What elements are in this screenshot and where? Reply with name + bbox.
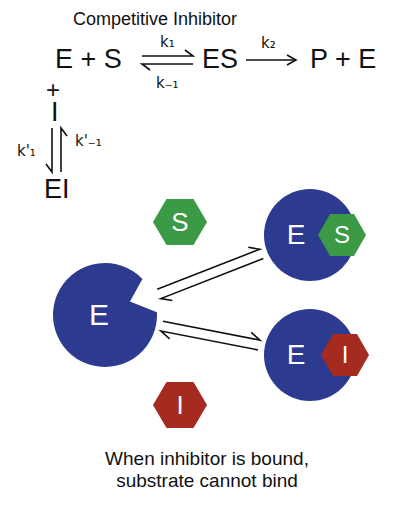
hexagon-shape bbox=[321, 334, 369, 376]
inhibitor-hexagon: I bbox=[153, 382, 207, 428]
bound-inhibitor-hexagon: I bbox=[321, 334, 369, 376]
forward-harpoon bbox=[163, 321, 260, 340]
rate-constant: k'₁ bbox=[17, 143, 36, 160]
species-label: ES bbox=[202, 44, 238, 75]
equilibrium-connector bbox=[157, 247, 263, 300]
node-letter: E bbox=[287, 341, 306, 369]
free-enzyme: E bbox=[53, 263, 157, 367]
rate-constant: k₋₁ bbox=[156, 75, 179, 92]
species-label: P + E bbox=[310, 44, 376, 75]
hexagon-shape bbox=[318, 214, 366, 256]
substrate-hexagon: S bbox=[153, 199, 207, 245]
bound-substrate-hexagon: S bbox=[318, 214, 366, 256]
species-label: EI bbox=[44, 174, 70, 205]
equilibrium-arrow bbox=[142, 50, 193, 70]
diagram-caption: When inhibitor is bound, substrate canno… bbox=[77, 448, 337, 492]
rate-constant: k₂ bbox=[261, 35, 276, 52]
reverse-harpoon bbox=[161, 331, 258, 350]
notched-circle-shape bbox=[53, 263, 157, 367]
up-harpoon bbox=[61, 128, 67, 172]
inhibitor-equilibrium-arrow bbox=[46, 128, 67, 172]
node-letter: E bbox=[287, 221, 306, 249]
node-letter: E bbox=[89, 300, 109, 330]
down-harpoon bbox=[46, 128, 52, 172]
product-arrow bbox=[246, 55, 296, 65]
species-label: E + S bbox=[55, 44, 122, 75]
node-letter: I bbox=[176, 392, 183, 418]
node-letter: S bbox=[171, 209, 188, 235]
rate-constant: k₁ bbox=[160, 34, 175, 51]
node-letter: I bbox=[342, 343, 349, 367]
diagram-title: Competitive Inhibitor bbox=[73, 9, 237, 30]
node-letter: S bbox=[334, 223, 350, 247]
equilibrium-connector bbox=[161, 321, 260, 350]
arrow-shaft bbox=[246, 59, 295, 61]
arrow-head bbox=[287, 55, 296, 65]
reverse-harpoon bbox=[161, 259, 264, 301]
species-label: I bbox=[51, 97, 59, 128]
rate-constant: k'₋₁ bbox=[75, 133, 102, 150]
circle-shape bbox=[264, 189, 356, 281]
forward-harpoon bbox=[157, 247, 260, 289]
hexagon-shape bbox=[153, 199, 207, 245]
hexagon-shape bbox=[153, 382, 207, 428]
reverse-harpoon bbox=[142, 64, 193, 70]
circle-shape bbox=[264, 309, 356, 401]
